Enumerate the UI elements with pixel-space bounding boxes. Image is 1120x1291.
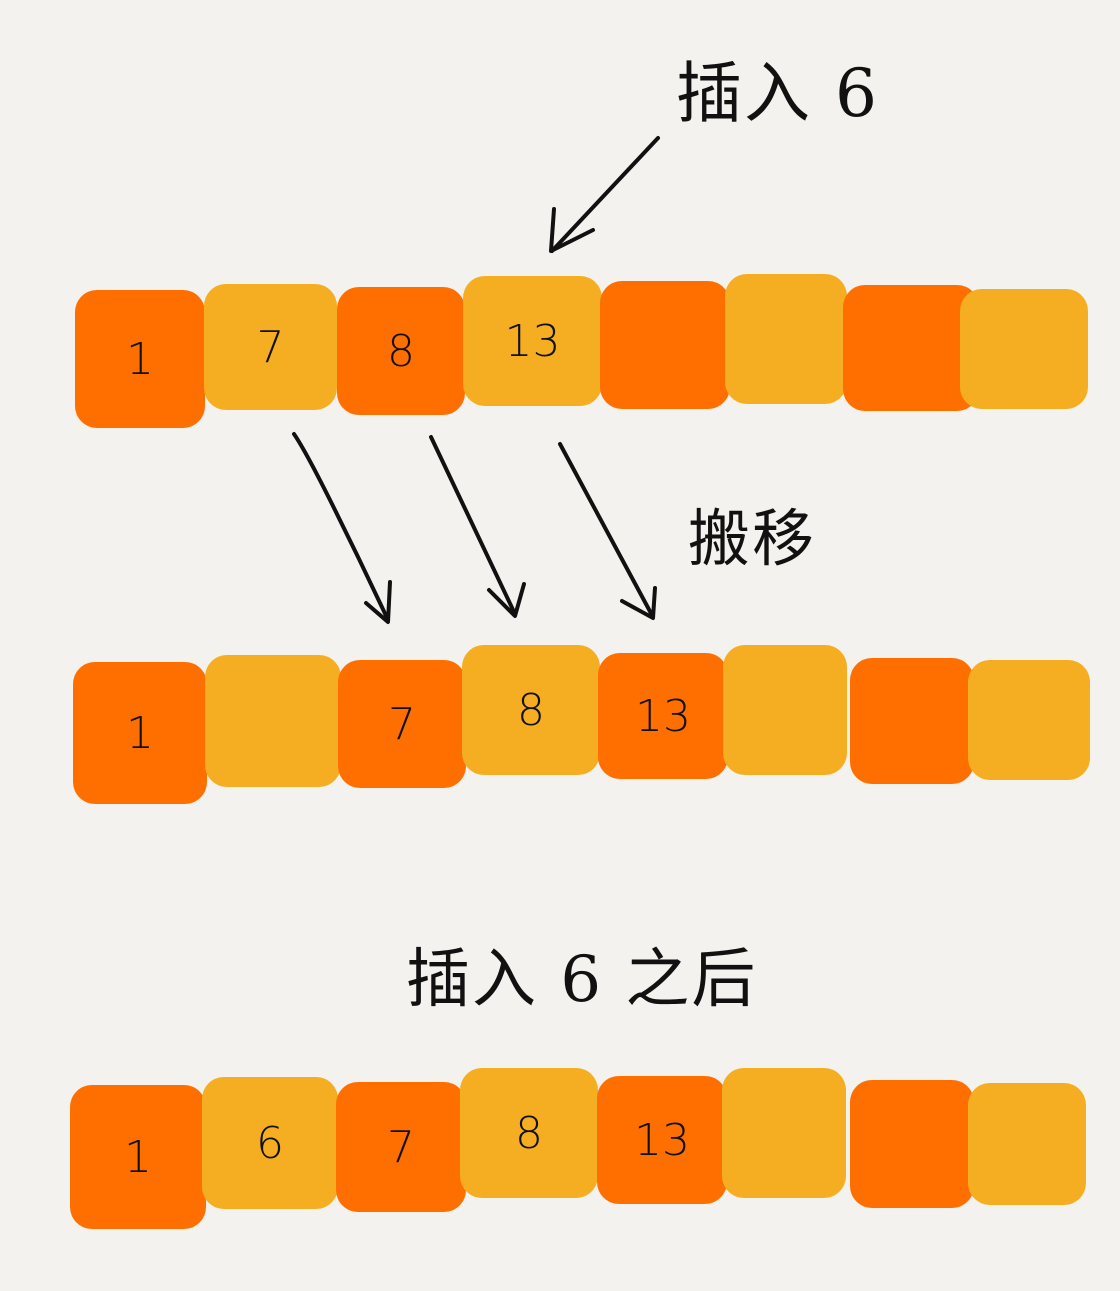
before-cell-3: 13	[463, 276, 602, 406]
after-cell-7	[968, 1083, 1086, 1205]
after-cell-3: 8	[460, 1068, 598, 1198]
insert-pointer-arrow-icon	[549, 136, 660, 253]
before-cell-7	[960, 289, 1088, 409]
shifted-cell-2: 7	[338, 660, 466, 788]
shifted-cell-7	[968, 660, 1090, 780]
after-cell-6	[850, 1080, 974, 1208]
shifted-cell-4: 13	[598, 653, 728, 779]
before-cell-2: 8	[337, 287, 465, 415]
before-cell-1: 7	[204, 284, 337, 410]
shift-arrow-icon-1	[292, 432, 392, 624]
after-cell-5	[722, 1068, 846, 1198]
shifted-cell-1	[205, 655, 341, 787]
shifted-cell-3: 8	[462, 645, 600, 775]
after-insert-label: 插入 6 之后	[406, 943, 758, 1017]
shifted-cell-0: 1	[73, 662, 207, 804]
shift-arrow-icon-2	[429, 435, 526, 618]
shifted-cell-6	[850, 658, 974, 784]
insert-label: 插入 6	[676, 55, 879, 132]
after-cell-0: 1	[70, 1085, 206, 1229]
after-cell-2: 7	[336, 1082, 466, 1212]
after-cell-1: 6	[202, 1077, 338, 1209]
move-label: 搬移	[688, 502, 817, 575]
shifted-cell-5	[723, 645, 847, 775]
before-cell-5	[725, 274, 847, 404]
shift-arrow-icon-3	[558, 442, 657, 620]
before-cell-0: 1	[75, 290, 205, 428]
before-cell-6	[843, 285, 979, 411]
before-cell-4	[600, 281, 730, 409]
after-cell-4: 13	[597, 1076, 727, 1204]
